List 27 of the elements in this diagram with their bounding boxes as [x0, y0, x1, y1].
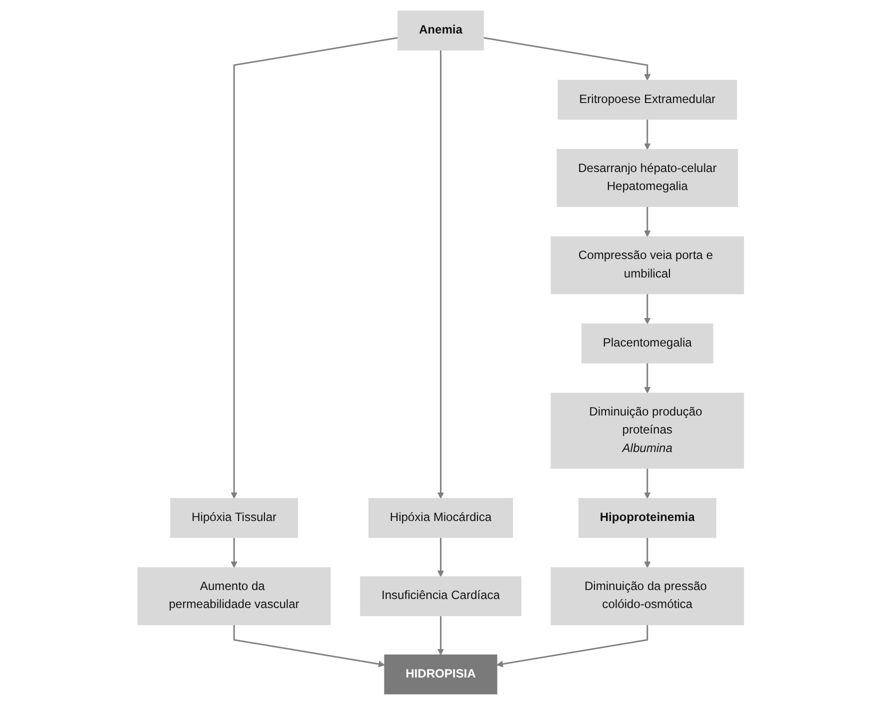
- arrow: [644, 294, 651, 324]
- arrow: [644, 206, 651, 237]
- node-box: Desarranjo hépato-celular Hepatomegalia: [556, 149, 738, 207]
- arrow: [644, 538, 651, 568]
- arrow: [438, 538, 444, 577]
- arrow: [644, 363, 651, 394]
- node-box: Anemia: [398, 10, 484, 50]
- node-box: Aumento da permeabilidade vascular: [138, 567, 332, 626]
- arrow: [484, 37, 651, 81]
- arrow: [231, 538, 238, 568]
- arrow: [234, 624, 386, 668]
- node-box: Hipoproteinemia: [578, 498, 717, 538]
- node-box: Compressão veia porta e umbilical: [550, 236, 744, 294]
- arrow: [644, 119, 651, 150]
- node-box: HIDROPISIA: [384, 654, 498, 694]
- arrow: [438, 50, 444, 499]
- node-box: Placentomegalia: [582, 324, 714, 364]
- node-box: Diminuição produção proteínas Albumina: [550, 392, 744, 469]
- node-box: Insuficiência Cardíaca: [360, 576, 522, 616]
- arrow: [644, 468, 651, 499]
- node-box: Diminuição da pressão colóido-osmótica: [550, 567, 744, 626]
- arrow: [496, 624, 648, 668]
- arrow: [231, 37, 398, 499]
- node-box: Hipóxia Miocárdica: [368, 498, 514, 538]
- node-box: Hipóxia Tissular: [170, 498, 298, 538]
- arrow: [438, 616, 444, 656]
- node-box: Eritropoese Extramedular: [558, 80, 738, 120]
